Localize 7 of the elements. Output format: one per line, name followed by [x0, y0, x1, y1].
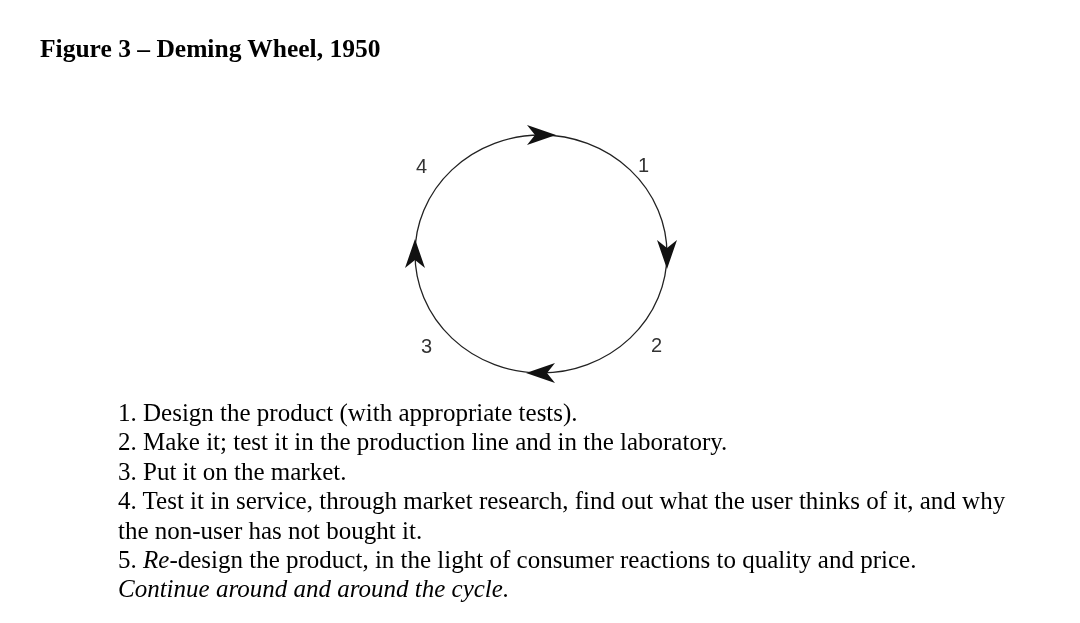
- closing-note: Continue around and around the cycle.: [118, 574, 511, 604]
- step-description: 4. Test it in service, through market research, find out what the user thinks of it, and why the non-user has not bought it.: [118, 486, 1007, 546]
- step-description: 3. Put it on the market.: [118, 456, 348, 487]
- step-description: 1. Design the product (with appropriate tests).: [118, 398, 579, 428]
- step-description: 2. Make it; test it in the production line and in the laboratory.: [118, 427, 729, 457]
- figure-title: Figure 3 – Deming Wheel, 1950: [40, 34, 381, 64]
- step-description: 5. Re-design the product, in the light of consumer reactions to quality and price.: [118, 545, 918, 575]
